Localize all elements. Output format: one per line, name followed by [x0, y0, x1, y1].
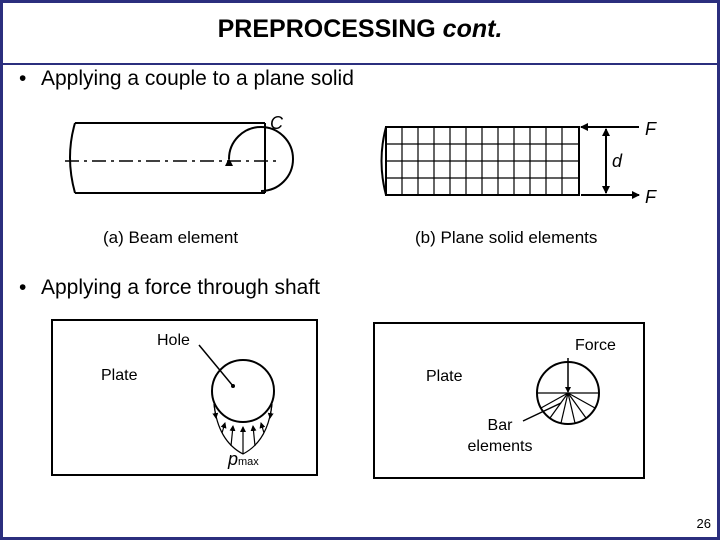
slide-title: PREPROCESSING cont. [3, 15, 717, 44]
couple-arrow [224, 126, 294, 192]
hole-label: Hole [157, 332, 190, 349]
force-top-label: F [645, 119, 656, 139]
title-main: PREPROCESSING [217, 15, 443, 43]
plate-left-outline [51, 319, 318, 476]
plate-left-label: Plate [101, 367, 138, 384]
plate-right-label: Plate [426, 368, 463, 385]
caption-a: (a) Beam element [103, 228, 239, 247]
plane-solid-mesh [380, 123, 640, 199]
hole-leader [198, 344, 234, 387]
title-emphasis: cont. [442, 15, 503, 43]
mesh-left-break [380, 126, 387, 196]
bullet-2-text: Applying a force through shaft [41, 276, 321, 299]
pressure-symbol: p [228, 449, 239, 469]
bar-label-line2: elements [467, 438, 533, 455]
plate-with-bars [373, 322, 645, 479]
plate-with-hole [51, 319, 318, 476]
bullet-2: •Applying a force through shaft [19, 276, 321, 299]
beam-left-break [69, 122, 76, 194]
force-label: Force [575, 337, 616, 354]
pressure-label: pmax [228, 449, 259, 470]
hole-circle [211, 359, 275, 423]
pressure-subscript: max [238, 456, 259, 468]
beam-element [65, 122, 294, 194]
bar-label-line1: Bar [487, 417, 513, 434]
bar-elements-label: Bar elements [463, 415, 537, 457]
bullet-1-text: Applying a couple to a plane solid [41, 67, 354, 90]
diagrams [51, 122, 645, 479]
couple-label: C [270, 113, 283, 133]
page-number: 26 [696, 516, 711, 531]
caption-b: (b) Plane solid elements [415, 228, 598, 247]
bullet-1: •Applying a couple to a plane solid [19, 67, 354, 90]
title-divider [3, 3, 717, 65]
distance-label: d [612, 151, 623, 171]
force-bottom-label: F [645, 187, 656, 207]
plate-right-outline [373, 322, 645, 479]
bar-elements [537, 392, 599, 424]
bar-leader [522, 402, 562, 422]
mesh-grid [386, 127, 579, 195]
pressure-distribution [212, 403, 274, 455]
